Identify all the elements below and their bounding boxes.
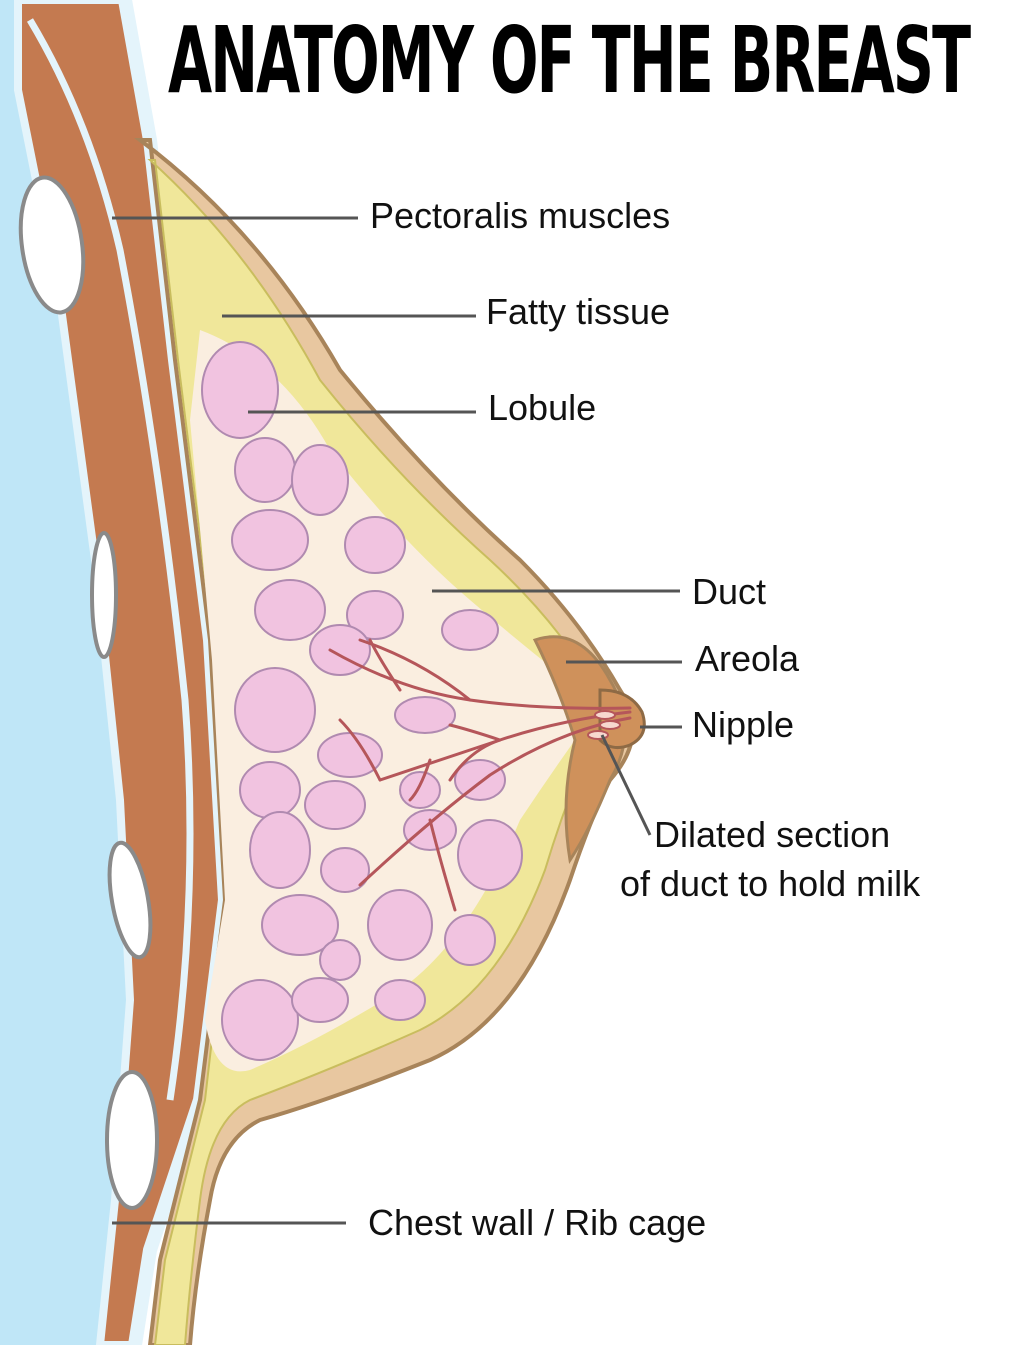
- label-duct-hold-milk: of duct to hold milk: [620, 863, 921, 904]
- label-chest-wall: Chest wall / Rib cage: [368, 1202, 707, 1243]
- dilated-duct-sections: [587, 710, 621, 740]
- label-pectoralis-muscles: Pectoralis muscles: [370, 195, 671, 236]
- rib-1: [18, 175, 86, 315]
- label-areola: Areola: [695, 638, 800, 679]
- rib-2: [90, 531, 118, 659]
- rib-3: [107, 840, 153, 960]
- label-duct: Duct: [692, 571, 767, 612]
- label-fatty-tissue: Fatty tissue: [486, 291, 671, 332]
- label-nipple: Nipple: [692, 704, 795, 745]
- label-lobule: Lobule: [488, 387, 597, 428]
- muscle-fascia-line: [26, 18, 194, 1101]
- label-dilated-section: Dilated section: [654, 814, 891, 855]
- body-region: [0, 0, 140, 1345]
- page-title: ANATOMY OF THE BREAST: [168, 7, 971, 114]
- ribs: [18, 175, 159, 1210]
- lobules: [201, 341, 523, 1061]
- ducts: [328, 638, 632, 912]
- leader-dilated: [600, 734, 652, 836]
- rib-4: [105, 1070, 159, 1210]
- leader-lines: [112, 216, 682, 1225]
